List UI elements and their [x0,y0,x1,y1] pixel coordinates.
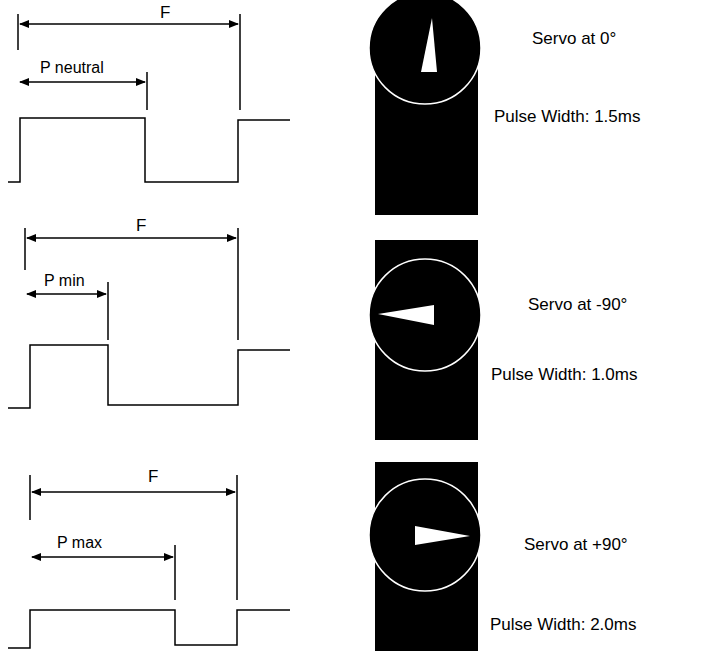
extension-line [237,228,239,340]
period-label: F [146,468,160,485]
pulse-width: Pulse Width: 1.0ms [491,366,637,383]
period-dimension [20,23,238,25]
servo-figure [369,462,481,651]
extension-line [174,545,176,600]
extension-line [17,14,19,50]
servo-angle: Servo at +90° [524,536,628,553]
pulse-label: P min [42,273,87,289]
extension-line [236,475,238,600]
pwm-waveform [8,610,290,648]
pulse-dimension [27,293,106,295]
period-label: F [134,217,148,234]
pulse-label: P max [55,535,104,551]
servo-figure [369,0,481,215]
extension-line [24,228,26,270]
period-dimension [27,237,236,239]
extension-line [107,282,109,340]
pulse-dimension [20,81,145,83]
pulse-dimension [32,556,173,558]
pulse-width: Pulse Width: 1.5ms [494,108,640,125]
period-dimension [32,491,235,493]
pulse-label: P neutral [38,60,106,76]
servo-angle: Servo at 0° [532,30,616,47]
servo-figure [369,240,481,440]
pulse-width: Pulse Width: 2.0ms [490,616,636,633]
pwm-waveform [8,345,290,408]
pwm-waveform [8,118,290,182]
extension-line [29,475,31,520]
extension-line [239,14,241,110]
servo-angle: Servo at -90° [528,296,627,313]
extension-line [146,72,148,110]
period-label: F [158,4,172,21]
